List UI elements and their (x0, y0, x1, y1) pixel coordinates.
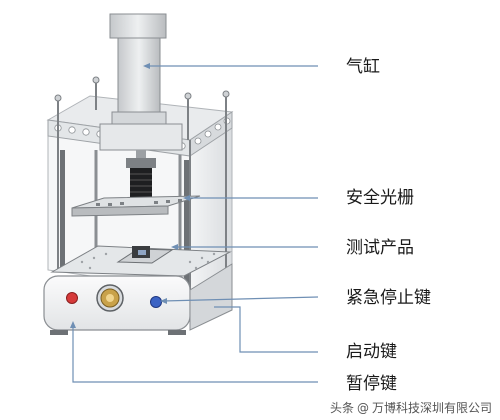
watermark-at: @ (356, 400, 369, 415)
watermark: 头条 @ 万博科技深圳有限公司 (330, 399, 492, 416)
watermark-prefix: 头条 (329, 401, 354, 415)
leader-lines (72, 65, 319, 383)
start-button[interactable] (96, 284, 124, 312)
label-emergency-stop: 紧急停止键 (346, 288, 431, 308)
watermark-name: 万博科技深圳有限公司 (371, 401, 492, 415)
label-start-key: 启动键 (346, 342, 397, 362)
moving-plate (71, 195, 201, 217)
cylinder (99, 13, 183, 164)
work-table (50, 245, 232, 277)
label-test-product: 测试产品 (346, 238, 414, 258)
estop-button[interactable] (66, 292, 78, 304)
leader-arrowheads (70, 63, 190, 328)
pause-button[interactable] (150, 296, 162, 308)
label-cylinder: 气缸 (346, 57, 380, 77)
label-light-curtain: 安全光栅 (346, 188, 414, 208)
label-pause-key: 暂停键 (346, 374, 397, 394)
